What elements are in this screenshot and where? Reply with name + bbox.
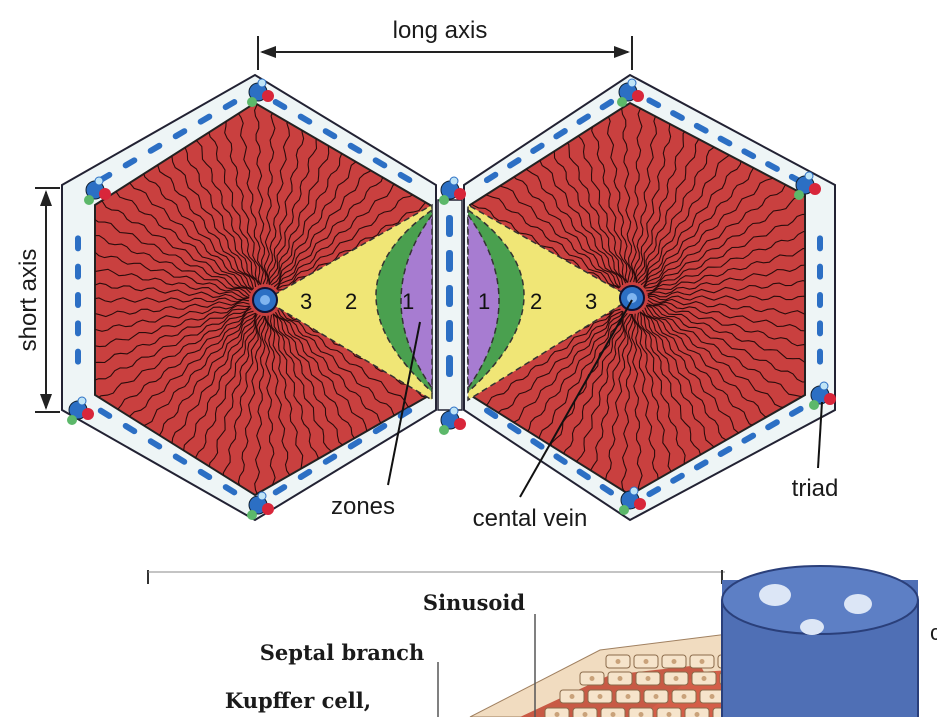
sinusoid-label: Sinusoid xyxy=(423,590,525,615)
left-zone-3-number: 3 xyxy=(300,289,312,314)
long-axis-indicator xyxy=(257,36,633,70)
central-vein-label: cental vein xyxy=(473,505,588,532)
long-axis-label: long axis xyxy=(393,17,488,44)
left-capsule-vessels xyxy=(75,99,413,496)
left-zone-1-number: 1 xyxy=(402,289,414,314)
short-axis-indicator xyxy=(35,187,60,413)
portal-triads xyxy=(67,78,836,520)
kupffer-cell-label: Kupffer cell, xyxy=(225,688,371,713)
septal-branch-label: Septal branch xyxy=(260,640,424,665)
zones-pointer xyxy=(387,321,421,486)
right-capsule-vessels xyxy=(483,97,823,498)
left-zone-2-number: 2 xyxy=(345,289,357,314)
cut-off-label-letter: c xyxy=(930,620,937,645)
short-axis-label: short axis xyxy=(15,249,42,352)
right-zone-3-number: 3 xyxy=(585,289,597,314)
liver-histology-illustration: Sinusoid Septal branch Kupffer cell, c xyxy=(140,565,937,717)
right-lobule xyxy=(463,73,836,522)
zones-label: zones xyxy=(331,493,395,520)
portal-vein-cylinder xyxy=(721,565,919,717)
left-zone-1 xyxy=(400,212,433,391)
triad-pointer xyxy=(817,401,823,469)
right-zone-1 xyxy=(467,212,500,391)
triad-label: triad xyxy=(792,475,839,502)
right-zone-2-number: 2 xyxy=(530,289,542,314)
right-zone-1-number: 1 xyxy=(478,289,490,314)
central-vein-pointer xyxy=(519,299,633,498)
left-lobule xyxy=(61,73,437,522)
